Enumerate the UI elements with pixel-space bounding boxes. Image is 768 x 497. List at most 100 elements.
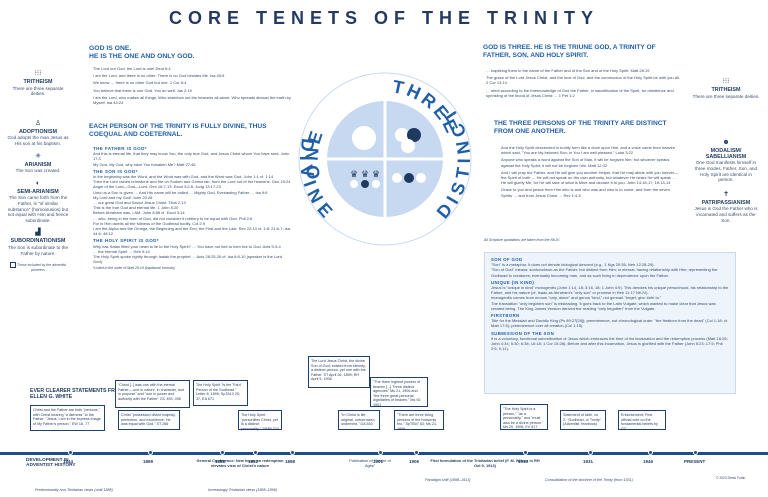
timeline-label: DEVELOPMENT IN ADVENTIST HISTORY bbox=[26, 458, 76, 468]
svg-text:♛: ♛ bbox=[372, 170, 380, 180]
son-head: THE SON IS GOD* bbox=[93, 168, 138, 174]
heresy-item: ◐ SEMI-ARIANISM The Son came forth from … bbox=[7, 179, 69, 223]
verse: … the eternal Spirit … Heb 9:14 bbox=[93, 248, 150, 254]
verse: My Lord and my God! John 20:28 bbox=[93, 194, 153, 200]
quote-box: Christ and the Father are both "persons,… bbox=[30, 405, 105, 431]
three-icon: ⁝⁝⁝ bbox=[722, 78, 730, 85]
verse: … elect according to the foreknowledge o… bbox=[486, 87, 674, 98]
rays-icon: ✳ bbox=[35, 152, 41, 160]
timeline-dot bbox=[220, 450, 225, 455]
each-heading: EACH PERSON OF THE TRINITY IS FULLY DIVI… bbox=[89, 123, 267, 138]
verse: In the beginning was the Word, and the W… bbox=[93, 174, 274, 180]
heresy-item: ✳ ARIANISM The Son was created. bbox=[6, 153, 70, 174]
verse: Angel of the Lord—God—Lord. Gen 16:7-13;… bbox=[93, 184, 221, 190]
panel-text: monogenēs comes from monos "only, alone"… bbox=[491, 295, 662, 301]
year-label: 1931 bbox=[583, 459, 594, 464]
trinity-circle-diagram: ♛ ♛ ♛ ONE THREE DIVINE DISTINCT bbox=[296, 72, 474, 246]
timeline-dot bbox=[253, 450, 258, 455]
verse: Grace to you and peace from Him who is a… bbox=[501, 187, 670, 198]
year-label: 1888 bbox=[215, 459, 226, 464]
timeline-dot bbox=[693, 450, 698, 455]
timeline-dot bbox=[378, 450, 383, 455]
pioneer-note: Those included by the adventist pioneers bbox=[6, 262, 70, 272]
quote-box: "In Christ is life, original, unborrowed… bbox=[338, 410, 380, 430]
timeline-bar bbox=[0, 452, 768, 455]
verse: This is the true God and eternal life. 1… bbox=[93, 205, 179, 211]
verse: Before Abraham was, I AM. John 8:58 cf. … bbox=[93, 210, 185, 216]
panel-text: It is a voluntary, functional subordinat… bbox=[491, 335, 728, 352]
verse: We know … there is no other God but one.… bbox=[93, 80, 187, 86]
heresy-item: ▟ SUBORDINATIONISM The Son is subordinat… bbox=[7, 229, 68, 256]
quote-box: "The three highest powers of heaven [...… bbox=[370, 377, 428, 407]
distinct-symbol-icon bbox=[392, 173, 426, 183]
era-label: Increasingly Trinitarian views (1888–189… bbox=[208, 488, 278, 492]
quote-box: The Holy Spirit "personifies Christ, yet… bbox=[238, 410, 282, 431]
copyright: © 2023 Denis Fortin bbox=[716, 476, 746, 480]
heresy-item: ⁝⁝⁝ TRITHEISM There are three separate d… bbox=[692, 78, 760, 99]
verse: Why has Satan filled your heart to lie t… bbox=[93, 243, 281, 249]
person-icon: ♙ bbox=[34, 119, 42, 127]
three-symbol-icon bbox=[395, 128, 421, 153]
heresy-item: ♙ ADOPTIONISM God adopts the man Jesus a… bbox=[7, 119, 69, 146]
verse: Then the Lord rained brimstone and fire … bbox=[93, 179, 291, 185]
verse: Anyone who speaks a word against the Son… bbox=[501, 157, 670, 168]
verse: I am the Lord, and there is no other; Th… bbox=[93, 73, 225, 79]
event-label: Publication of "Desire of Ages" bbox=[349, 458, 391, 468]
footnote: *Listed in the order of Matt 28:19 (bapt… bbox=[93, 266, 175, 271]
quote-box: Christ "possessed divine majesty, perfec… bbox=[118, 410, 180, 430]
quote-box: The Lord Jesus Christ, the divine Son of… bbox=[308, 356, 370, 388]
year-label: 1913 bbox=[518, 459, 529, 464]
verse: The grace of the Lord Jesus Christ, and … bbox=[486, 75, 680, 86]
quote-box: The Holy Spirit "is the Third Person of … bbox=[193, 380, 248, 406]
heresy-item: ☻ MODALISM/ SABELLIANISM One God manifes… bbox=[692, 139, 760, 183]
verse: I am the Lord, who makes all things, Who… bbox=[93, 94, 291, 106]
right-heresy-list: ⁝⁝⁝ TRITHEISM There are three separate d… bbox=[692, 78, 760, 223]
white-heading: EVER CLEARER STATEMENTS FROM ELLEN G. WH… bbox=[30, 388, 124, 400]
verse: Unto us a Son is given … And His name wi… bbox=[93, 189, 268, 195]
three-verse-list: … baptizing them in the name of the Fath… bbox=[486, 68, 682, 98]
timeline-dots bbox=[0, 450, 768, 457]
era-label: Predominantly non-Trinitarian views (unt… bbox=[35, 488, 113, 492]
panel-text: Title for the Messiah and Davidic King (… bbox=[491, 318, 729, 329]
quote-box: Statement of faith, no. 2: "Godhead, or … bbox=[560, 410, 606, 430]
timeline-dot bbox=[588, 450, 593, 455]
three-heading: GOD IS THREE. HE IS THE TRIUNE GOD, A TR… bbox=[483, 44, 656, 59]
three-icon: ⁝⁝⁝ bbox=[34, 70, 42, 77]
panel-text: "Son" is a metaphor, it does not denote … bbox=[491, 262, 655, 268]
verse: For in Him dwells all the fullness of th… bbox=[93, 220, 205, 226]
submission-head: SUBMISSION OF THE SON bbox=[491, 330, 555, 336]
scripture-note: All Scripture quotations are taken from … bbox=[484, 238, 560, 242]
verse: The Holy Spirit spoke rightly through Is… bbox=[93, 254, 282, 265]
panel-text: "Son of God" means: sonhood/son-as the F… bbox=[491, 267, 718, 278]
timeline-dot bbox=[68, 450, 73, 455]
verse: I am the Alpha and the Omega, the Beginn… bbox=[93, 226, 291, 237]
year-label: 1901 bbox=[373, 459, 384, 464]
verse: … baptizing them in the name of the Fath… bbox=[486, 68, 650, 73]
cross-icon: ✝ bbox=[723, 190, 729, 198]
era-label: Consolidation of the doctrine of the Tri… bbox=[545, 478, 633, 482]
verse: … who, being in the form of God, did not… bbox=[93, 215, 253, 221]
year-label: PRESENT bbox=[684, 459, 706, 464]
timeline-dot bbox=[290, 450, 295, 455]
event-label: First formulation of the Trinitarian bel… bbox=[430, 458, 540, 468]
event-label: General Conference: New focus on redempt… bbox=[196, 458, 284, 468]
mask-icon: ☻ bbox=[722, 139, 730, 147]
timeline-dot bbox=[414, 450, 419, 455]
verse: The Lord our God, the Lord is one! Deut … bbox=[93, 66, 171, 71]
verse: … our great God and Savior Jesus Christ.… bbox=[93, 200, 186, 206]
panel-text: Jesus is "unique in kind" monogenēs (Joh… bbox=[491, 285, 729, 296]
year-label: 1906 bbox=[409, 459, 420, 464]
verse: And this is eternal life, that they may … bbox=[93, 151, 290, 162]
svg-text:♛: ♛ bbox=[361, 170, 369, 180]
verse: You believe that there is one God. You d… bbox=[93, 87, 192, 93]
quote-box: "The Holy Spirit is a person," "as a per… bbox=[500, 404, 548, 430]
timeline-dot bbox=[148, 450, 153, 455]
timeline-dot bbox=[648, 450, 653, 455]
persons-verse-list: THE FATHER IS GOD* And this is eternal l… bbox=[93, 146, 291, 272]
crown-icons: ♛ ♛ ♛ bbox=[350, 170, 380, 188]
year-label: 1898 bbox=[285, 459, 296, 464]
quote-box: "Christ [..] was one with the eternal Fa… bbox=[115, 380, 190, 408]
year-label: 1892 bbox=[248, 459, 259, 464]
one-heading: GOD IS ONE. HE IS THE ONE AND ONLY GOD. bbox=[89, 45, 195, 60]
firstborn-head: FIRSTBORN bbox=[491, 313, 520, 319]
